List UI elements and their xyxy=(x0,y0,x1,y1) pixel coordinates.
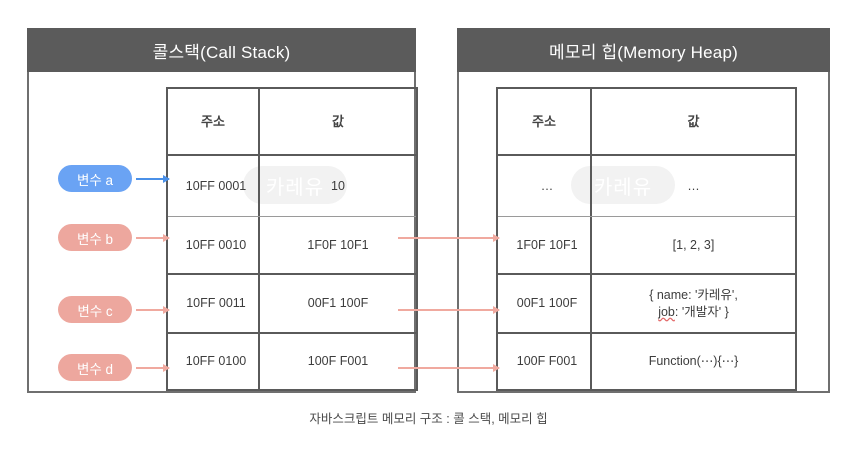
cell-value: 00F1 100F xyxy=(307,296,369,311)
cell-address: 10FF 0001 xyxy=(168,156,260,216)
arrow-pill-b-to-address xyxy=(136,234,170,242)
table-header-row: 주소 값 xyxy=(498,89,795,156)
misspelled-word: job xyxy=(658,304,675,319)
cell-value: 100F F001 xyxy=(307,354,369,369)
cell-address: 10FF 0011 xyxy=(168,275,260,332)
call-stack-panel: 콜스택(Call Stack) 주소 값 10FF 0001 10 10FF 0… xyxy=(27,28,418,393)
cell-value: [1, 2, 3] xyxy=(672,237,715,252)
variable-pill-c: 변수 c xyxy=(58,296,132,323)
cell-address: 1F0F 10F1 xyxy=(498,217,592,273)
arrow-ref-b-to-heap xyxy=(398,234,500,242)
column-header-address: 주소 xyxy=(498,89,592,154)
arrow-pill-d-to-address xyxy=(136,364,170,372)
table-row: 10FF 0010 1F0F 10F1 xyxy=(168,217,416,275)
cell-value: 10 xyxy=(331,178,345,193)
cell-value: 1F0F 10F1 xyxy=(307,237,369,252)
variable-pill-a: 변수 a xyxy=(58,165,132,192)
arrow-ref-c-to-heap xyxy=(398,306,500,314)
object-line-2: job: '개발자' } xyxy=(649,304,738,321)
figure-caption: 자바스크립트 메모리 구조 : 콜 스택, 메모리 힙 xyxy=(309,412,548,426)
call-stack-title: 콜스택(Call Stack) xyxy=(27,28,416,72)
memory-heap-panel: 메모리 힙(Memory Heap) 주소 값 … … 1F0F 10F1 [1… xyxy=(457,28,830,393)
memory-heap-table: 주소 값 … … 1F0F 10F1 [1, 2, 3] 00F1 100F {… xyxy=(496,87,797,391)
cell-address: 10FF 0100 xyxy=(168,334,260,389)
column-header-value: 값 xyxy=(687,113,700,129)
object-line-1: { name: '카레유', xyxy=(649,287,738,302)
arrow-ref-d-to-heap xyxy=(398,364,500,372)
cell-address: 100F F001 xyxy=(498,334,592,389)
table-row: 10FF 0001 10 xyxy=(168,156,416,217)
cell-value: Function(⋯){⋯} xyxy=(648,354,739,369)
column-header-address: 주소 xyxy=(168,89,260,154)
cell-address: 00F1 100F xyxy=(498,275,592,332)
arrow-pill-a-to-address xyxy=(136,175,170,183)
cell-value: … xyxy=(687,178,700,193)
column-header-value: 값 xyxy=(332,113,344,129)
cell-address: … xyxy=(498,156,592,216)
table-row: … … xyxy=(498,156,795,217)
cell-value-object: { name: '카레유', job: '개발자' } xyxy=(592,275,795,332)
table-header-row: 주소 값 xyxy=(168,89,416,156)
arrow-pill-c-to-address xyxy=(136,306,170,314)
table-row: 1F0F 10F1 [1, 2, 3] xyxy=(498,217,795,275)
cell-address: 10FF 0010 xyxy=(168,217,260,273)
variable-pill-d: 변수 d xyxy=(58,354,132,381)
table-row: 10FF 0011 00F1 100F xyxy=(168,275,416,334)
table-row: 100F F001 Function(⋯){⋯} xyxy=(498,334,795,389)
table-row: 00F1 100F { name: '카레유', job: '개발자' } xyxy=(498,275,795,334)
variable-pill-b: 변수 b xyxy=(58,224,132,251)
table-row: 10FF 0100 100F F001 xyxy=(168,334,416,389)
memory-heap-title: 메모리 힙(Memory Heap) xyxy=(457,28,830,72)
call-stack-table: 주소 값 10FF 0001 10 10FF 0010 1F0F 10F1 10… xyxy=(166,87,418,391)
object-line-2-rest: : '개발자' } xyxy=(674,304,729,319)
